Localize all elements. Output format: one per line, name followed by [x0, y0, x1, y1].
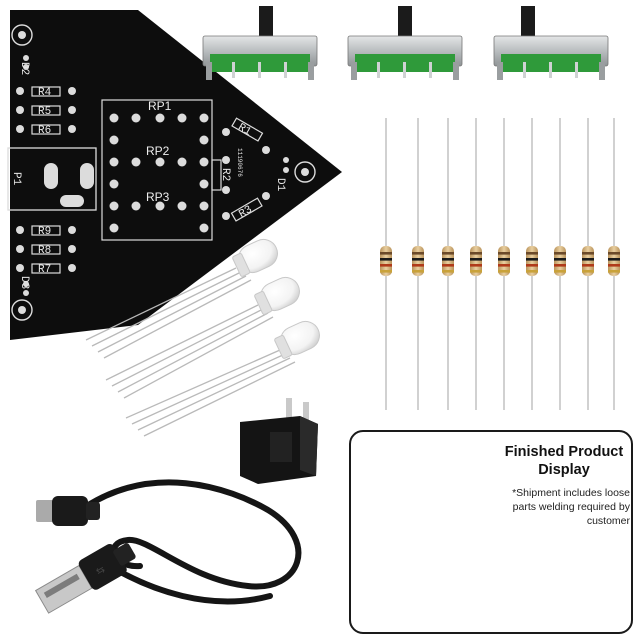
resistor-band — [554, 264, 566, 267]
resistor-band — [498, 252, 510, 255]
pcb-board — [7, 10, 342, 340]
dc-power-jack — [240, 398, 318, 484]
resistor-band — [380, 270, 392, 273]
resistor-band — [470, 264, 482, 267]
pcb-label-rp2: RP2 — [146, 144, 170, 158]
resistor-band — [442, 258, 454, 261]
resistor-band — [526, 270, 538, 273]
resistor-band — [608, 252, 620, 255]
pcb-label-p1: P1 — [10, 172, 22, 186]
resistor-band — [582, 270, 594, 273]
resistor-band — [442, 270, 454, 273]
resistor-band — [470, 270, 482, 273]
resistor-band — [582, 258, 594, 261]
resistor-band — [526, 252, 538, 255]
pcb-label-r8: R8 — [38, 245, 51, 257]
pcb-label-r1: R1 — [236, 122, 254, 139]
resistor-band — [442, 264, 454, 267]
rgb-leds — [85, 238, 320, 437]
pcb-label-r3: R3 — [237, 204, 254, 221]
resistor-band — [412, 264, 424, 267]
resistor-band — [498, 258, 510, 261]
slide-potentiometers — [202, 6, 609, 80]
resistor-band — [582, 252, 594, 255]
resistor-band — [526, 258, 538, 261]
resistor-band — [470, 252, 482, 255]
resistor-band — [380, 252, 392, 255]
pcb-label-r4: R4 — [38, 87, 52, 99]
pcb-label-d3: D3 — [18, 276, 30, 289]
resistor-band — [554, 270, 566, 273]
pcb-label-rp1: RP1 — [148, 99, 172, 113]
finished-product-title: Finished Product Display — [504, 444, 624, 478]
resistor-band — [554, 258, 566, 261]
pcb-label-code: 11190676 — [236, 148, 243, 177]
resistors — [380, 118, 620, 410]
pcb-label-d1: D1 — [274, 178, 286, 192]
resistor-band — [526, 264, 538, 267]
resistor-band — [582, 264, 594, 267]
resistor-band — [412, 270, 424, 273]
resistor-band — [442, 252, 454, 255]
pcb-label-r5: R5 — [38, 106, 51, 118]
resistor-band — [608, 264, 620, 267]
pcb-label-r7: R7 — [38, 264, 51, 276]
pcb-label-rp3: RP3 — [146, 190, 170, 204]
pcb-label-r2: R2 — [219, 168, 231, 181]
resistor-band — [412, 258, 424, 261]
resistor-band — [470, 258, 482, 261]
pcb-label-r6: R6 — [38, 125, 51, 137]
pcb-label-d2: D2 — [18, 62, 30, 75]
resistor-band — [498, 270, 510, 273]
resistor-band — [412, 252, 424, 255]
shipment-note: *Shipment includes loose parts welding r… — [512, 487, 630, 527]
pcb-label-r9: R9 — [38, 226, 51, 238]
resistor-band — [608, 258, 620, 261]
resistor-band — [554, 252, 566, 255]
usb-dc-cable: ⇆ — [34, 479, 302, 614]
resistor-band — [380, 258, 392, 261]
resistor-band — [608, 270, 620, 273]
resistor-band — [498, 264, 510, 267]
resistor-band — [380, 264, 392, 267]
finished-product-panel — [349, 430, 633, 634]
